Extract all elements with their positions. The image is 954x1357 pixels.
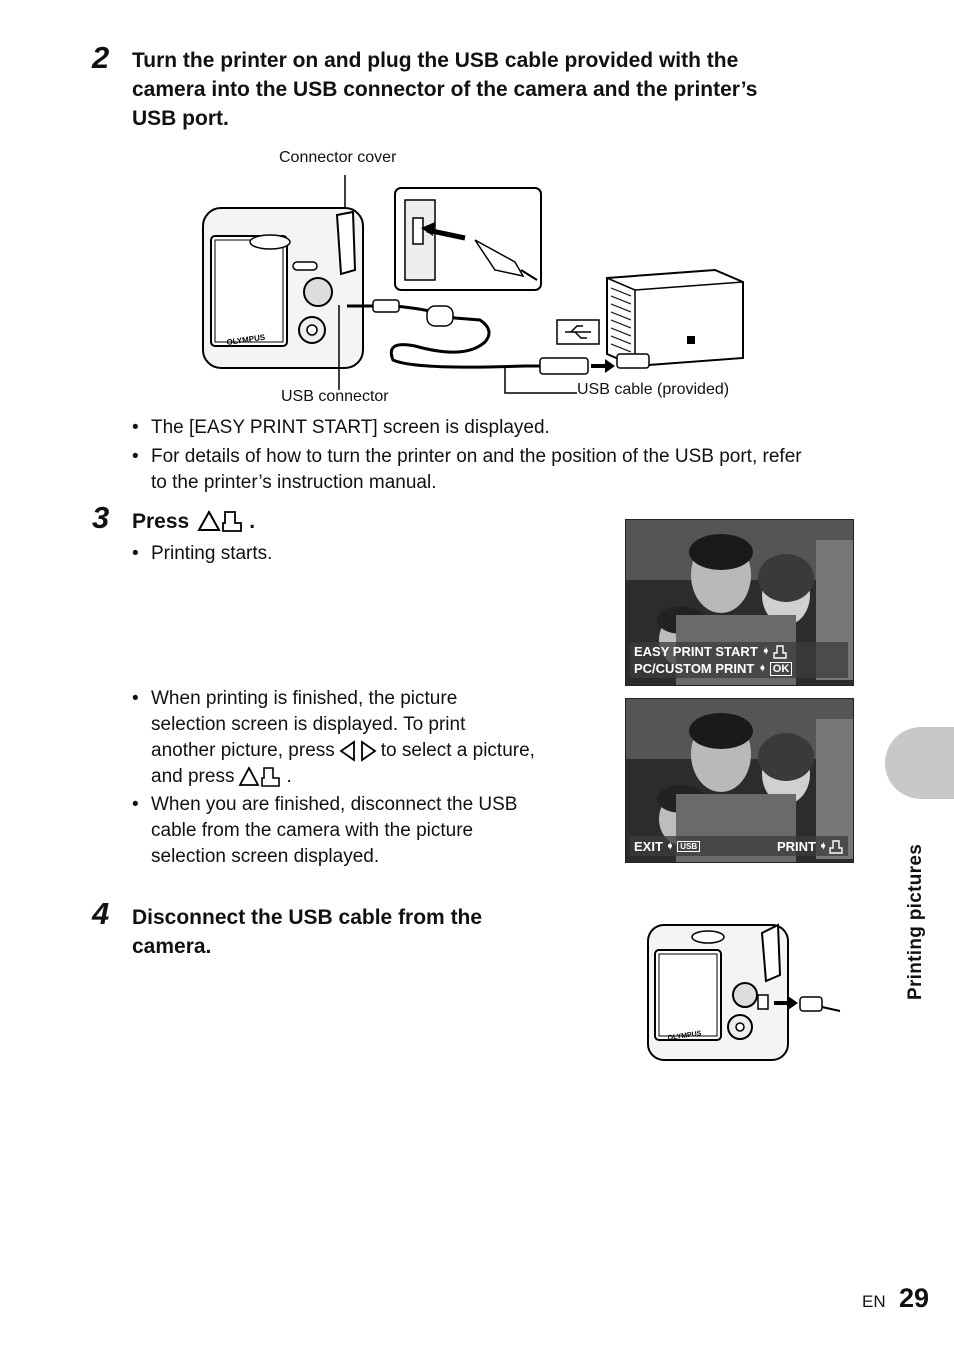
list-item: •For details of how to turn the printer … bbox=[132, 446, 802, 467]
camera-brand-text: OLYMPUS bbox=[667, 1030, 702, 1042]
left-right-arrows-icon bbox=[339, 740, 377, 762]
step-3-heading-text: Press bbox=[132, 510, 190, 533]
bullet-line: another picture, press to select a pictu… bbox=[151, 738, 571, 764]
list-item-continuation: to the printer’s instruction manual. bbox=[151, 470, 871, 496]
bullet-text: The [EASY PRINT START] screen is display… bbox=[151, 417, 550, 438]
bullet-line: selection screen is displayed. To print bbox=[151, 714, 466, 735]
menu-easy-print-start: EASY PRINT START ➧ bbox=[634, 644, 787, 659]
list-item: •The [EASY PRINT START] screen is displa… bbox=[132, 417, 550, 438]
step-4-number: 4 bbox=[92, 896, 110, 931]
menu-easy-print-start-label: EASY PRINT START bbox=[634, 644, 758, 659]
bullet-line: When you are finished, disconnect the US… bbox=[151, 794, 518, 815]
bullet-line: When printing is finished, the picture bbox=[151, 688, 458, 709]
step-2-heading-line1: Turn the printer on and plug the USB cab… bbox=[132, 49, 739, 72]
step-2-number: 2 bbox=[92, 40, 110, 75]
arrow-icon: ➧ bbox=[761, 646, 771, 657]
menu-pc-custom-print-label: PC/CUSTOM PRINT bbox=[634, 661, 755, 676]
bullet-line: selection screen displayed. bbox=[151, 846, 380, 867]
step-2-heading-line2: camera into the USB connector of the cam… bbox=[132, 78, 758, 101]
bullet-line: cable from the camera with the picture bbox=[151, 820, 474, 841]
arrow-icon: ➧ bbox=[758, 663, 767, 674]
arrow-icon: ➧ bbox=[819, 841, 828, 852]
step-3-heading: Press . bbox=[132, 507, 255, 536]
step-2-heading: Turn the printer on and plug the USB cab… bbox=[132, 46, 852, 133]
print-button-icon bbox=[238, 766, 281, 787]
print-label: PRINT bbox=[777, 839, 816, 854]
exit-label: EXIT bbox=[634, 839, 663, 854]
side-tab-label: Printing pictures bbox=[905, 843, 926, 1000]
print-icon bbox=[773, 644, 787, 659]
print-button-icon bbox=[197, 509, 243, 532]
bullet-line: and press . bbox=[151, 764, 571, 790]
menu-pc-custom-print: PC/CUSTOM PRINT ➧ OK bbox=[634, 661, 793, 676]
camera-disconnect-illustration: OLYMPUS bbox=[647, 923, 841, 1061]
camera-printer-connection-illustration: OLYMPUS bbox=[202, 175, 744, 394]
footer-language: EN bbox=[862, 1292, 886, 1311]
bullet-text: For details of how to turn the printer o… bbox=[151, 446, 802, 467]
ok-button-icon: OK bbox=[769, 661, 793, 676]
label-usb-cable: USB cable (provided) bbox=[577, 381, 730, 398]
bullet-text: and press bbox=[151, 766, 235, 787]
easy-print-start-screen: EASY PRINT START ➧ PC/CUSTOM PRINT ➧ OK bbox=[625, 519, 854, 686]
step-3-number: 3 bbox=[92, 500, 110, 535]
page-number: 29 bbox=[899, 1283, 930, 1313]
arrow-icon: ➧ bbox=[665, 841, 675, 852]
exit-usb-hint: EXIT ➧ USB bbox=[634, 839, 701, 854]
step-3-bullet: •Printing starts. bbox=[132, 541, 273, 567]
step-2-bullets: •The [EASY PRINT START] screen is displa… bbox=[132, 415, 871, 496]
usb-icon: USB bbox=[677, 841, 701, 852]
section-tab bbox=[885, 727, 954, 799]
list-item: • When you are finished, disconnect the … bbox=[132, 792, 571, 870]
list-item: •Printing starts. bbox=[132, 543, 273, 564]
label-usb-connector: USB connector bbox=[281, 388, 389, 405]
step-4-heading-line2: camera. bbox=[132, 935, 212, 958]
bullet-text: Printing starts. bbox=[151, 543, 273, 564]
print-hint: PRINT ➧ bbox=[777, 839, 844, 854]
step-2-heading-line3: USB port. bbox=[132, 107, 229, 130]
print-icon bbox=[829, 839, 844, 854]
bullet-text: another picture, press bbox=[151, 740, 335, 761]
step-3-bullets-after: • When printing is finished, the picture… bbox=[132, 686, 571, 870]
picture-selection-screen: EXIT ➧ USB PRINT ➧ bbox=[625, 698, 854, 863]
screen-menu-overlay bbox=[630, 642, 848, 678]
bullet-text: to select a picture, bbox=[380, 740, 535, 761]
step-4-heading-line1: Disconnect the USB cable from the bbox=[132, 906, 483, 929]
label-connector-cover: Connector cover bbox=[279, 149, 397, 166]
step-4-heading: Disconnect the USB cable from the camera… bbox=[132, 903, 482, 961]
list-item: • When printing is finished, the picture… bbox=[132, 686, 571, 790]
bullet-text: to the printer’s instruction manual. bbox=[151, 472, 437, 493]
